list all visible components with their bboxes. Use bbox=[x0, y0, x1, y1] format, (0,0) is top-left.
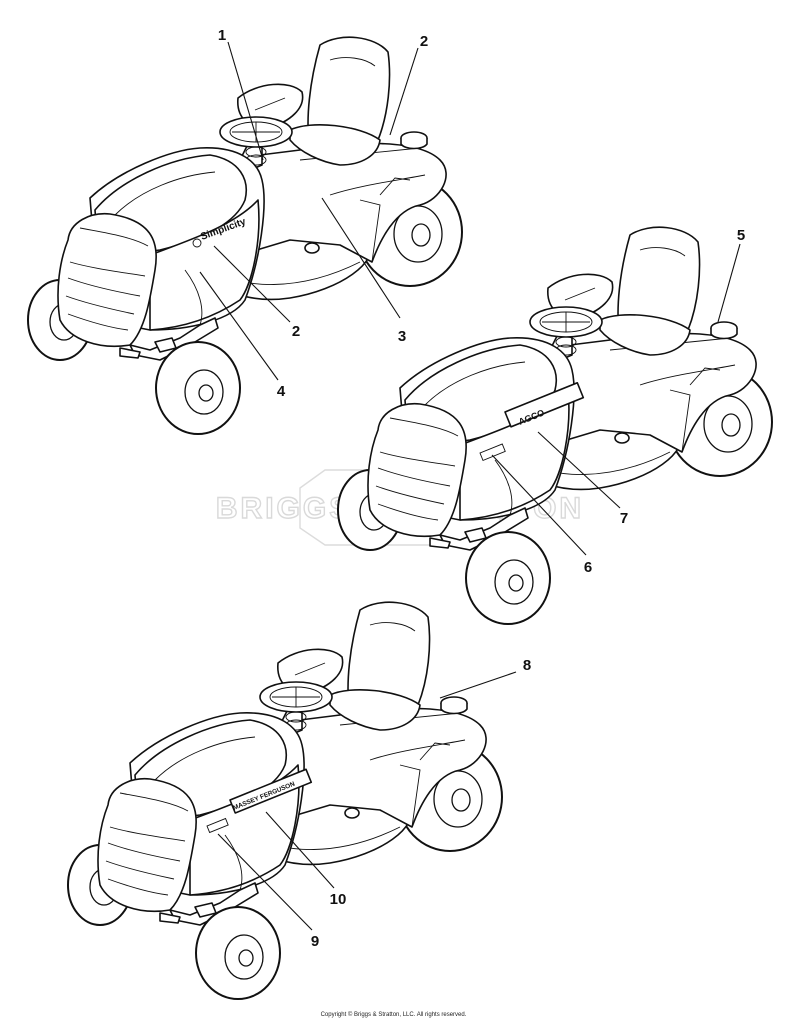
leader-lines bbox=[199, 41, 741, 931]
callout-2-bottom: 2 bbox=[292, 323, 300, 340]
callout-6: 6 bbox=[584, 559, 592, 576]
callout-1: 1 bbox=[218, 27, 226, 44]
tractor-3: MASSEY FERGUSON bbox=[67, 601, 503, 1000]
callout-2-top: 2 bbox=[420, 33, 428, 50]
tractor-2: AGCO bbox=[337, 226, 773, 625]
callout-4: 4 bbox=[277, 383, 286, 400]
callout-9: 9 bbox=[311, 933, 319, 950]
copyright-notice: Copyright © Briggs & Stratton, LLC. All … bbox=[320, 1012, 467, 1018]
callouts: 1 2 2 3 4 5 6 7 8 9 10 bbox=[218, 27, 745, 950]
callout-10: 10 bbox=[330, 891, 347, 908]
callout-3: 3 bbox=[398, 328, 406, 345]
callout-5: 5 bbox=[737, 227, 745, 244]
callout-8: 8 bbox=[523, 657, 531, 674]
callout-7: 7 bbox=[620, 510, 628, 527]
tractor-1: Simplicity bbox=[27, 36, 463, 435]
